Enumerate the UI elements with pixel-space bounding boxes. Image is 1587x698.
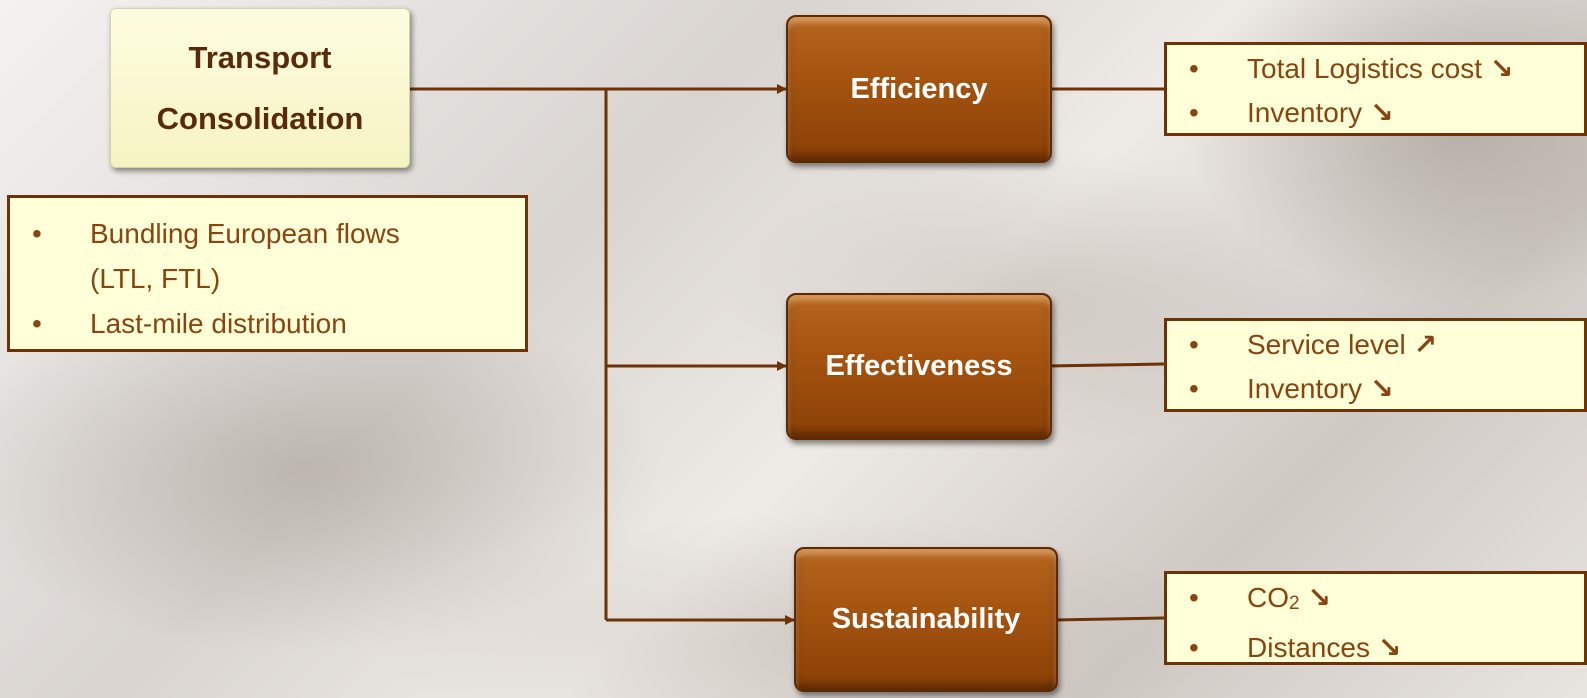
effect-service-level-text: Service level — [1247, 329, 1406, 360]
effect-inventory-text: Inventory — [1247, 97, 1363, 128]
increase-arrow-icon: ↗ — [1413, 329, 1437, 360]
scope-note: Bundling European flows (LTL, FTL) Last-… — [7, 195, 528, 352]
scope-item-bundling: Bundling European flows (LTL, FTL) — [10, 211, 525, 301]
sustainability-box: Sustainability — [794, 547, 1058, 692]
root-title-line1: Transport — [188, 40, 332, 75]
decrease-arrow-icon: ↘ — [1307, 582, 1331, 613]
efficiency-label: Efficiency — [850, 72, 988, 105]
effect-total-logistics-cost-text: Total Logistics cost — [1247, 53, 1482, 84]
effect-distances: Distances ↘ — [1167, 626, 1584, 670]
effectiveness-effects-note: Service level ↗ Inventory ↘ — [1164, 318, 1587, 412]
efficiency-box: Efficiency — [786, 15, 1052, 163]
link-sustainability-effects — [1053, 616, 1165, 622]
sustainability-label: Sustainability — [831, 603, 1021, 635]
root-title-line2: Consolidation — [156, 101, 364, 136]
scope-item-last-mile: Last-mile distribution — [10, 301, 525, 346]
scope-item-bundling-line2: (LTL, FTL) — [90, 263, 221, 294]
transport-consolidation-box: Transport Consolidation — [110, 8, 410, 168]
effect-co2-text: CO — [1247, 582, 1289, 613]
effect-service-level: Service level ↗ — [1167, 323, 1584, 367]
link-effectiveness-effects — [1047, 362, 1165, 368]
effect-co2-subscript: 2 — [1289, 593, 1300, 614]
effect-inventory-text: Inventory — [1247, 373, 1363, 404]
decrease-arrow-icon: ↘ — [1369, 97, 1394, 128]
effect-distances-text: Distances — [1247, 632, 1370, 663]
scope-item-bundling-line1: Bundling European flows — [90, 218, 400, 249]
effect-inventory: Inventory ↘ — [1167, 367, 1584, 411]
decrease-arrow-icon: ↘ — [1489, 53, 1514, 84]
effect-total-logistics-cost: Total Logistics cost ↘ — [1167, 47, 1584, 91]
effectiveness-box: Effectiveness — [786, 293, 1052, 440]
decrease-arrow-icon: ↘ — [1377, 632, 1402, 663]
decrease-arrow-icon: ↘ — [1369, 373, 1394, 404]
scope-item-last-mile-text: Last-mile distribution — [90, 308, 347, 339]
effectiveness-label: Effectiveness — [825, 350, 1013, 382]
effect-co2: CO2 ↘ — [1167, 576, 1584, 626]
sustainability-effects-note: CO2 ↘ Distances ↘ — [1164, 571, 1587, 670]
efficiency-effects-note: Total Logistics cost ↘ Inventory ↘ — [1164, 42, 1587, 136]
effect-inventory: Inventory ↘ — [1167, 91, 1584, 135]
